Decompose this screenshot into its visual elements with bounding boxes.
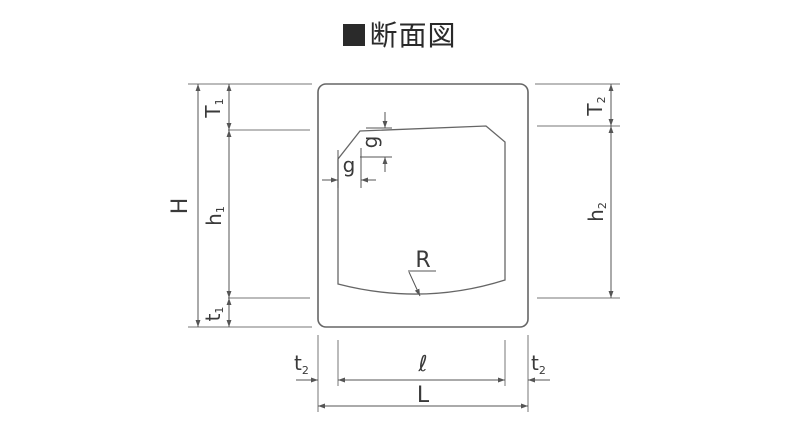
g-horizontal-label: g (343, 153, 356, 177)
H-label: H (168, 198, 193, 215)
l-inner-label: ℓ (417, 352, 427, 377)
outer-section-outline (317, 83, 529, 328)
diagram-title: 断面図 (0, 14, 800, 54)
g-vertical-label: g (358, 136, 382, 149)
left-extension-lines (188, 83, 312, 328)
T1-label: T1 (201, 98, 226, 118)
right-extension-lines (535, 83, 620, 299)
t1-label: t1 (201, 307, 226, 322)
h1-label: h1 (202, 206, 227, 226)
inner-cavity-outline (337, 125, 506, 295)
g-vertical-dimension (360, 112, 392, 172)
title-text: 断面図 (369, 19, 457, 52)
g-horizontal-dimension (322, 148, 376, 188)
L-label: L (417, 383, 430, 408)
h2-label: h2 (584, 202, 609, 222)
t2-right-label: t2 (531, 351, 546, 377)
T2-label: T2 (583, 96, 608, 116)
t2-left-label: t2 (294, 351, 309, 377)
title-square-icon (343, 24, 366, 46)
R-label: R (415, 248, 430, 273)
R-leader (408, 270, 436, 297)
